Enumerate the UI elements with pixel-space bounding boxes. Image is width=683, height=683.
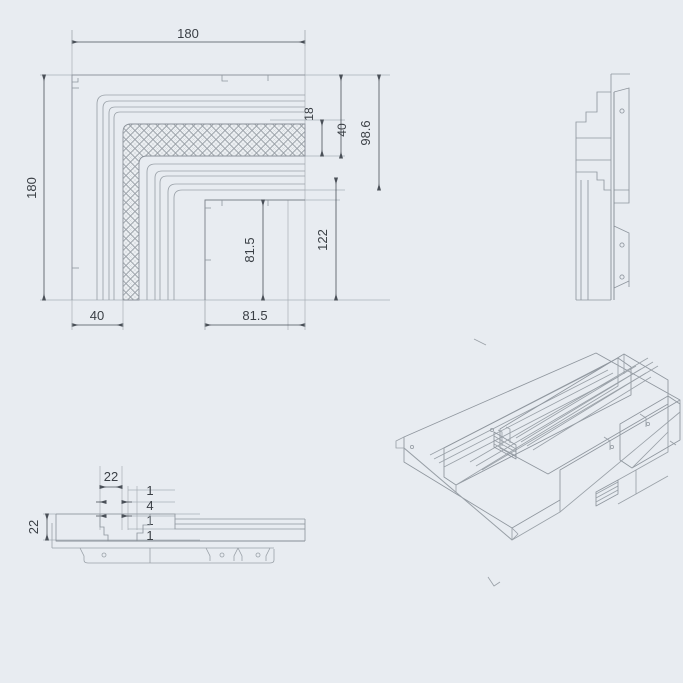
dim-label-122: 122 [315, 229, 330, 251]
front-view: 180 180 40 81.5 [24, 26, 390, 330]
dim-label-180-left: 180 [24, 177, 39, 199]
dim-lower-depth: 122 [315, 177, 339, 301]
dim-label-180-top: 180 [177, 26, 199, 41]
dim-lip-thickness: 18 [302, 107, 325, 157]
front-notch-marks [72, 75, 269, 269]
front-inner-profiles [146, 163, 305, 300]
dim-section-height: 22 [26, 513, 50, 541]
dim-width-overall: 180 [71, 26, 306, 46]
isometric-view [395, 338, 681, 587]
dim-rib-width: 22 [99, 469, 123, 490]
dim-height-overall: 180 [24, 74, 47, 301]
dim-upper-depth: 98.6 [358, 74, 382, 191]
front-hatched-band [122, 123, 306, 301]
dim-inner-width: 81.5 [204, 300, 306, 330]
dim-label-22-left: 22 [26, 520, 41, 534]
dim-label-22-top: 22 [104, 469, 118, 484]
dim-label-81-5-vert: 81.5 [242, 237, 257, 262]
dim-label-81-5-bottom: 81.5 [242, 308, 267, 323]
front-outer-profile [71, 74, 305, 300]
dim-label-98-6: 98.6 [358, 120, 373, 145]
section-profile [55, 513, 306, 542]
dim-label-40-right: 40 [335, 123, 349, 137]
dim-label-40-bottom: 40 [90, 308, 104, 323]
front-nested-profiles [96, 94, 305, 300]
dim-label-1-a: 1 [146, 483, 153, 498]
dim-small-stack [96, 499, 132, 519]
section-underside-bracket [51, 523, 275, 564]
dim-label-18: 18 [302, 107, 316, 121]
side-view [575, 73, 630, 301]
dim-wall-offset: 40 [71, 300, 124, 330]
dim-label-1-c: 1 [146, 528, 153, 543]
section-view: 22 1 4 1 1 22 [26, 466, 306, 564]
dim-band-width: 40 [335, 74, 349, 159]
dim-inner-height: 81.5 [242, 199, 266, 301]
dim-label-4: 4 [146, 498, 153, 513]
front-inner-opening [204, 199, 305, 300]
